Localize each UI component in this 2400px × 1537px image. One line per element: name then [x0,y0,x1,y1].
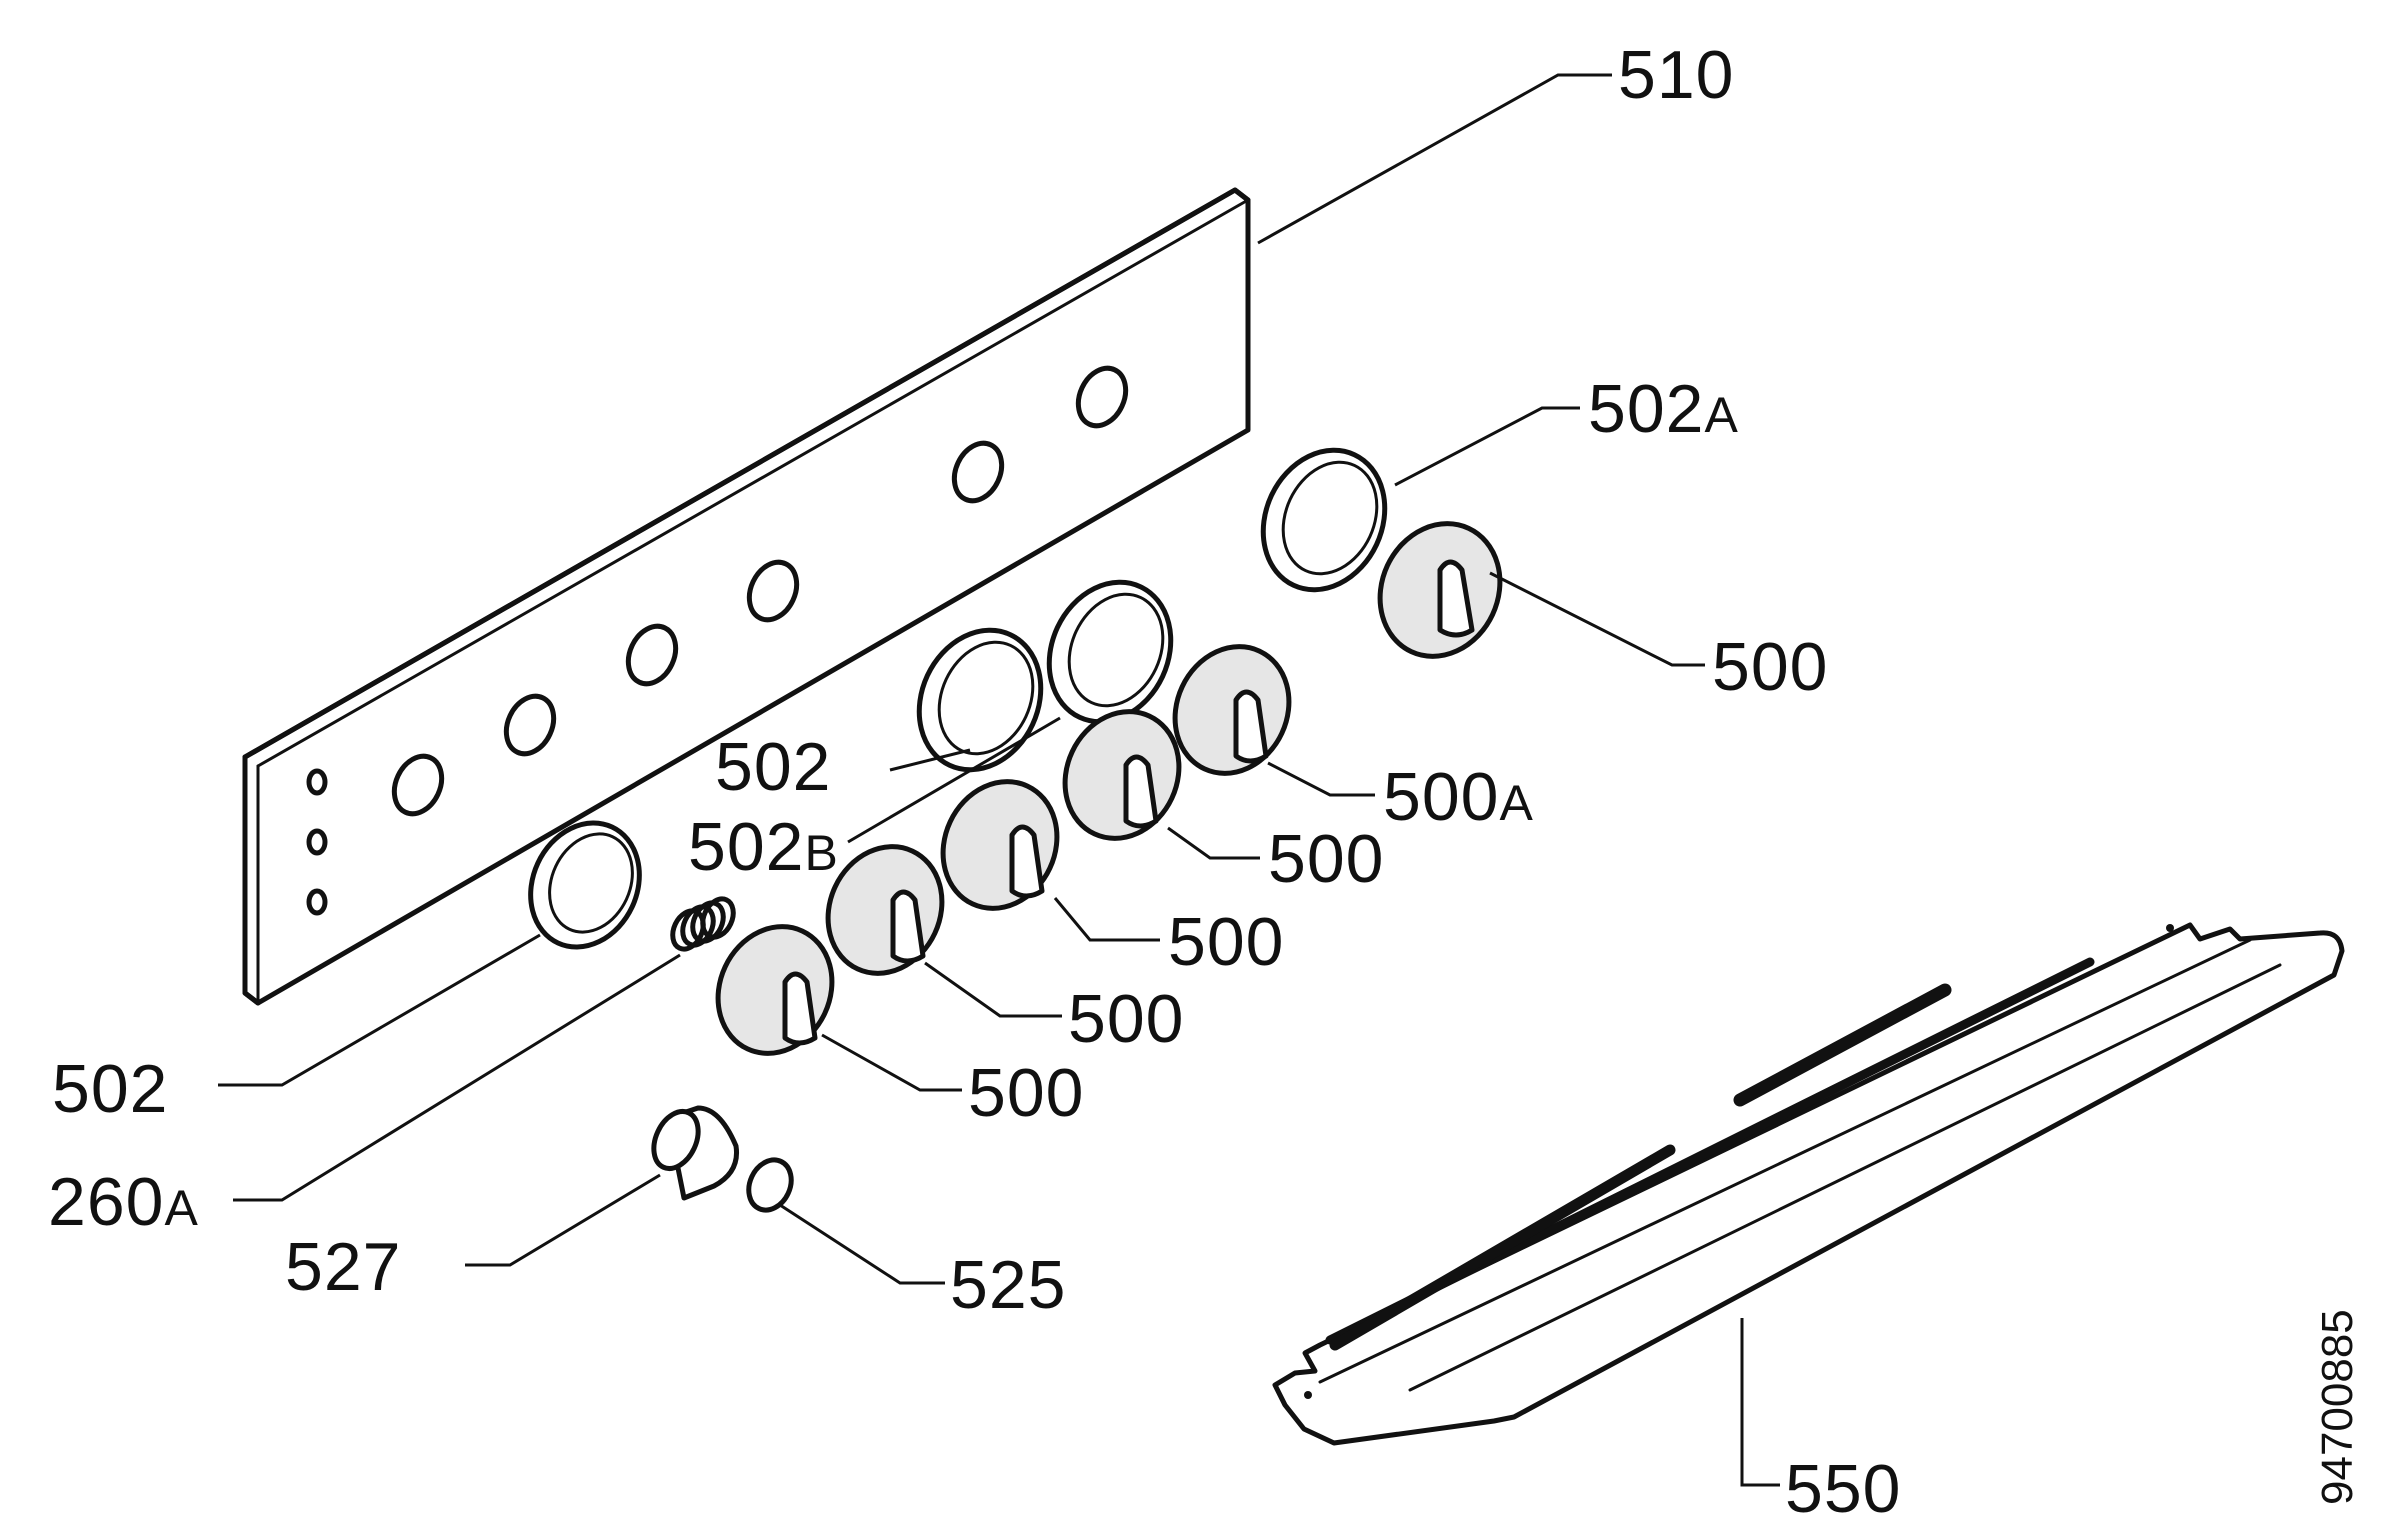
label-502a: 502A [1588,371,1739,447]
label-500-4: 500 [1068,981,1184,1057]
ring-502a [1260,447,1388,593]
label-525: 525 [950,1247,1066,1323]
knob-hole [951,440,1005,504]
label-500-2: 500 [1268,821,1384,897]
label-500-3: 500 [1168,904,1284,980]
knob-500-top [1377,521,1503,659]
knob-hole [391,753,445,817]
label-510: 510 [1618,37,1734,113]
ring-502-left [528,820,642,950]
knob-hole [625,623,679,687]
knob-500a [1172,644,1292,776]
ring-502-mid-left [916,627,1044,773]
label-527: 527 [285,1229,401,1305]
label-550: 550 [1785,1451,1901,1527]
insert-525 [746,1157,794,1213]
indicator-hole [306,828,328,856]
label-502b: 502B [688,809,839,885]
trim-strip-550 [1272,922,2345,1446]
indicator-hole [306,768,328,796]
label-502-left: 502 [52,1051,168,1127]
knob-hole [746,559,800,623]
leader-lines [218,73,1780,1487]
spring-260a [670,896,736,952]
label-260a: 260A [48,1164,199,1240]
label-500-top: 500 [1712,629,1828,705]
drawing-number: 94700885 [2313,1309,2362,1505]
knob-500-5 [715,924,835,1056]
knob-hole [1075,365,1129,429]
knob-500-3 [940,779,1060,911]
knob-500-4 [825,844,945,976]
label-502-mid: 502 [715,729,831,805]
label-500-5: 500 [968,1055,1084,1131]
knob-hole [503,693,557,757]
indicator-hole [306,888,328,916]
knob-500-2 [1062,709,1182,841]
ring-502-mid-right [1046,579,1174,725]
cap-527 [651,1105,740,1201]
control-panel-510 [242,187,1251,1006]
label-500a: 500A [1383,759,1534,835]
